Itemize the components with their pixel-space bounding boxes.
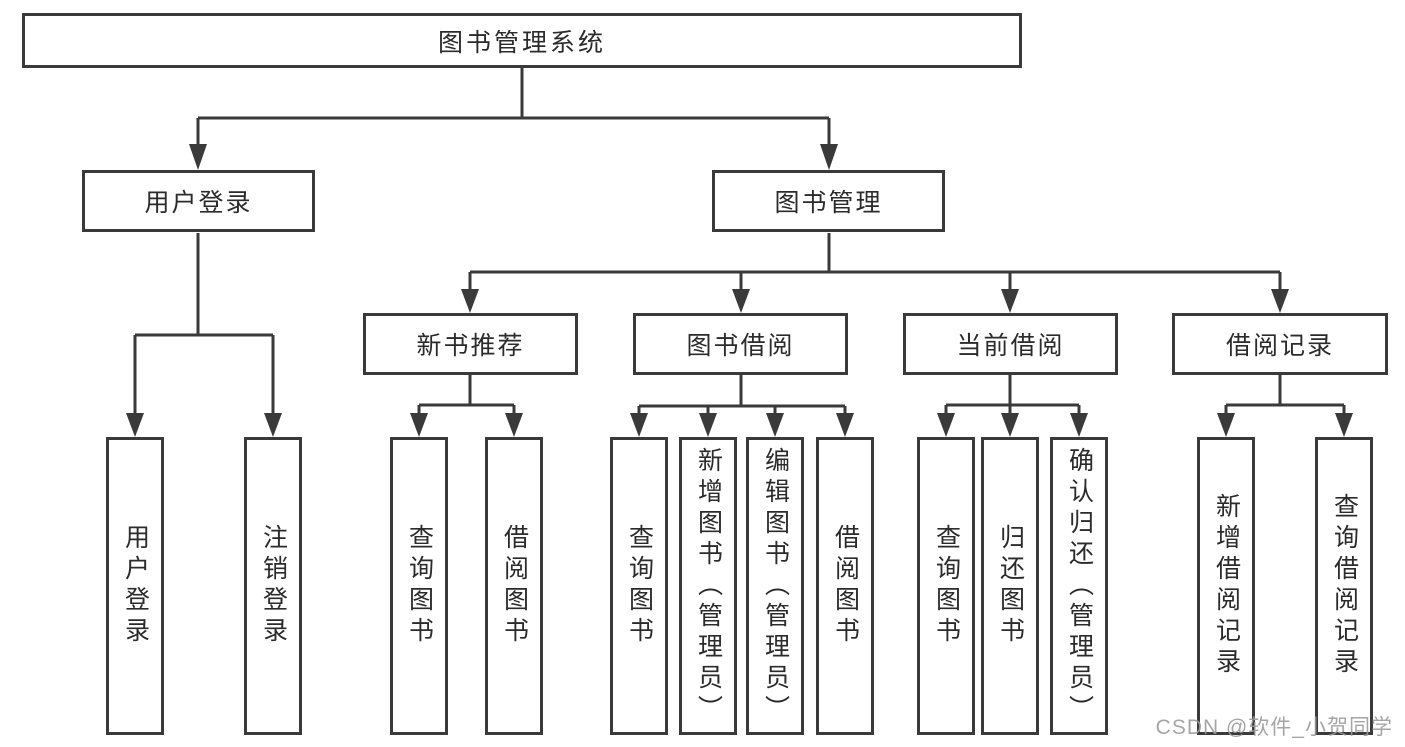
leaf-query-books-current: 查询图书 — [917, 437, 975, 735]
leaf-edit-book-admin-label: 编辑图书（管理员） — [761, 446, 790, 726]
node-book-management: 图书管理 — [712, 170, 945, 232]
leaf-confirm-return-admin-label: 确认归还（管理员） — [1065, 446, 1094, 726]
leaf-add-book-admin: 新增图书（管理员） — [679, 437, 737, 735]
node-current-borrowing: 当前借阅 — [903, 313, 1118, 375]
leaf-logout: 注销登录 — [244, 437, 302, 735]
node-borrowing-records: 借阅记录 — [1172, 313, 1388, 375]
leaf-return-books-label: 归还图书 — [996, 524, 1025, 648]
leaf-borrow-books-recommend: 借阅图书 — [485, 437, 543, 735]
leaf-logout-label: 注销登录 — [259, 524, 288, 648]
leaf-add-borrow-record-label: 新增借阅记录 — [1212, 493, 1241, 679]
leaf-query-books-recommend: 查询图书 — [390, 437, 448, 735]
leaf-query-books-current-label: 查询图书 — [932, 524, 961, 648]
leaf-edit-book-admin: 编辑图书（管理员） — [746, 437, 804, 735]
leaf-borrow-books-recommend-label: 借阅图书 — [500, 524, 529, 648]
leaf-query-books-borrowing-label: 查询图书 — [625, 524, 654, 648]
leaf-user-login-label: 用户登录 — [121, 524, 150, 648]
node-library-management-system: 图书管理系统 — [22, 13, 1022, 68]
leaf-query-borrow-record-label: 查询借阅记录 — [1330, 493, 1359, 679]
leaf-query-books-borrowing: 查询图书 — [610, 437, 668, 735]
leaf-query-books-recommend-label: 查询图书 — [405, 524, 434, 648]
leaf-add-book-admin-label: 新增图书（管理员） — [694, 446, 723, 726]
leaf-borrow-books-label: 借阅图书 — [831, 524, 860, 648]
leaf-user-login: 用户登录 — [106, 437, 164, 735]
leaf-query-borrow-record: 查询借阅记录 — [1315, 437, 1373, 735]
node-book-borrowing: 图书借阅 — [633, 313, 848, 375]
arrowheads — [126, 144, 1353, 437]
leaf-borrow-books: 借阅图书 — [816, 437, 874, 735]
leaf-add-borrow-record: 新增借阅记录 — [1197, 437, 1255, 735]
node-user-login: 用户登录 — [82, 170, 315, 232]
leaf-return-books: 归还图书 — [981, 437, 1039, 735]
leaf-confirm-return-admin: 确认归还（管理员） — [1050, 437, 1108, 735]
node-new-book-recommendation: 新书推荐 — [363, 313, 578, 375]
csdn-watermark: CSDN @软件_小贺同学 — [1155, 716, 1393, 739]
